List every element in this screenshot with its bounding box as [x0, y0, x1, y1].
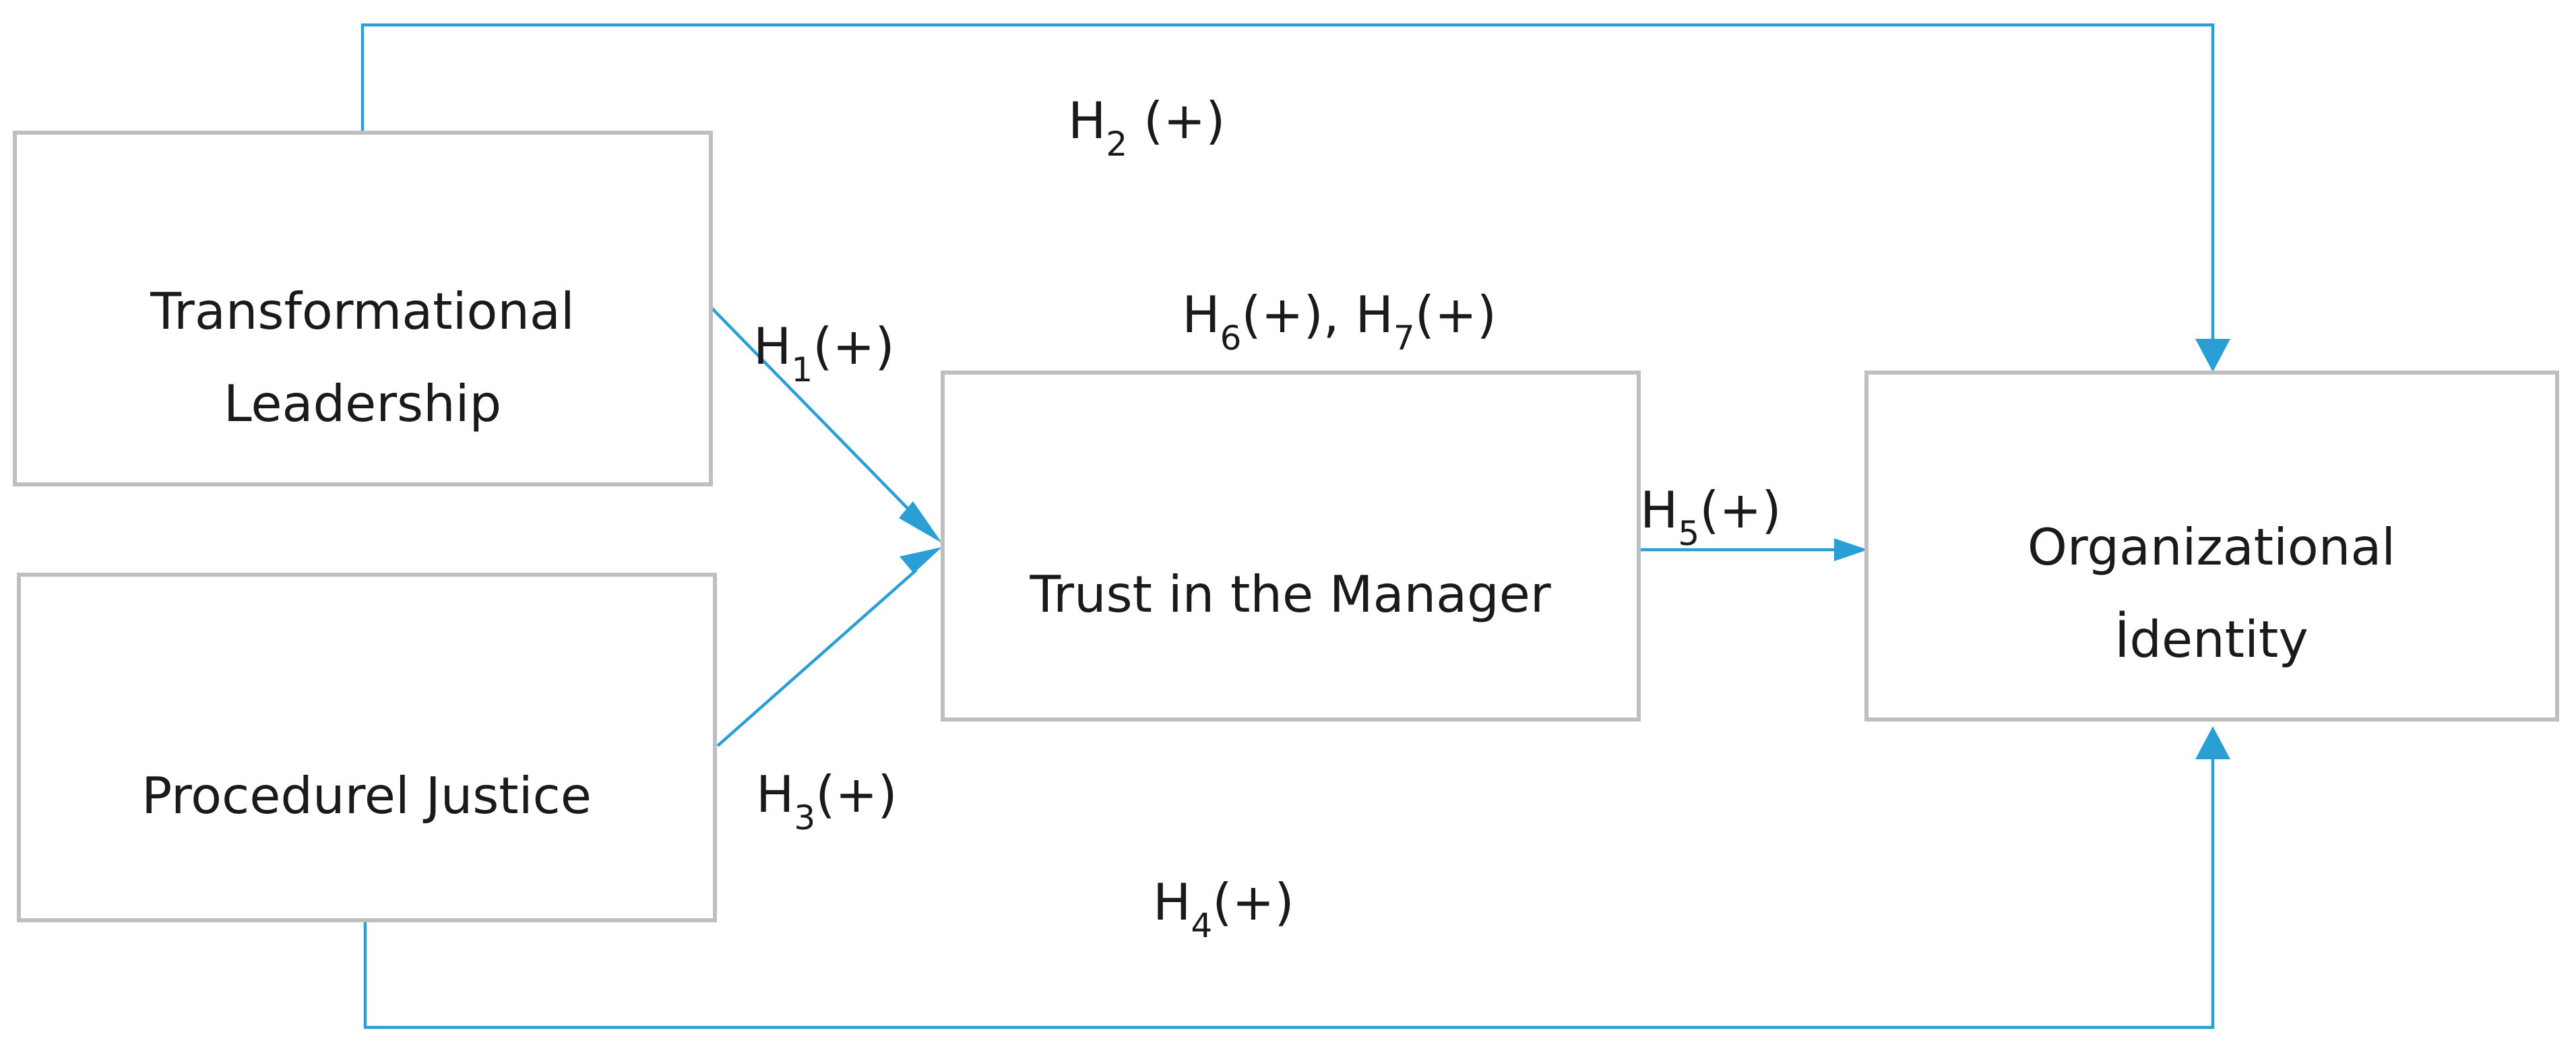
hypothesis-h3-letter: H	[756, 765, 794, 824]
hypothesis-h2-sub: 2	[1106, 125, 1127, 164]
hypothesis-h7-sign: (+)	[1415, 285, 1497, 344]
node-label-identity: İdentity	[2114, 610, 2308, 669]
connector-h4	[363, 748, 2215, 1029]
hypothesis-h5-label: H5(+)	[1640, 480, 1782, 553]
hypothesis-h5-letter: H	[1640, 480, 1678, 540]
hypothesis-h5-sign: (+)	[1699, 480, 1781, 540]
arrowhead-h2	[2195, 339, 2230, 372]
hypothesis-h4-sign: (+)	[1212, 872, 1294, 932]
node-label-organizational: Organizational	[2028, 517, 2395, 577]
arrowhead-h4	[2195, 726, 2230, 759]
hypothesis-h1-label: H1(+)	[753, 317, 895, 389]
arrowhead-h3	[900, 547, 942, 573]
hypothesis-h6-letter: H	[1182, 285, 1220, 344]
hypothesis-h2-letter: H	[1068, 91, 1106, 150]
connector-h3	[716, 569, 918, 747]
hypothesis-h6-sub: 6	[1220, 319, 1242, 358]
hypothesis-h1-letter: H	[753, 317, 791, 376]
connector-h2	[360, 23, 2215, 349]
hypothesis-h4-label: H4(+)	[1153, 872, 1294, 945]
node-label-procedural-justice: Procedurel Justice	[142, 766, 592, 825]
hypothesis-h3-sign: (+)	[815, 765, 897, 824]
connector-h1	[711, 307, 921, 522]
arrowhead-h5	[1834, 538, 1868, 561]
hypothesis-h2-sign: (+)	[1127, 91, 1225, 150]
node-label-trust-in-the-manager: Trust in the Manager	[1029, 565, 1551, 624]
box-trust-in-the-manager	[941, 371, 1641, 722]
hypothesis-h6-sign: (+),	[1241, 285, 1355, 344]
arrowhead-h1	[899, 501, 942, 543]
hypothesis-h7-letter: H	[1355, 285, 1393, 344]
box-organizational-identity	[1864, 371, 2559, 722]
hypothesis-h1-sub: 1	[791, 350, 813, 389]
box-transformational-leadership	[13, 131, 713, 486]
hypothesis-h1-sign: (+)	[813, 317, 894, 376]
hypothesis-h4-letter: H	[1153, 872, 1191, 932]
hypothesis-h6-h7-label: H6(+), H7(+)	[1102, 285, 1545, 358]
hypothesis-h4-sub: 4	[1191, 906, 1212, 945]
node-label-leadership: Leadership	[224, 374, 501, 433]
hypothesis-h3-sub: 3	[794, 798, 815, 837]
hypothesis-h7-sub: 7	[1393, 319, 1415, 358]
node-label-transformational: Transformational	[150, 282, 574, 341]
box-procedural-justice	[17, 573, 717, 922]
hypothesis-h2-label: H2 (+)	[1068, 91, 1225, 164]
hypothesis-h5-sub: 5	[1678, 514, 1699, 553]
hypothesis-h3-label: H3(+)	[756, 765, 898, 837]
